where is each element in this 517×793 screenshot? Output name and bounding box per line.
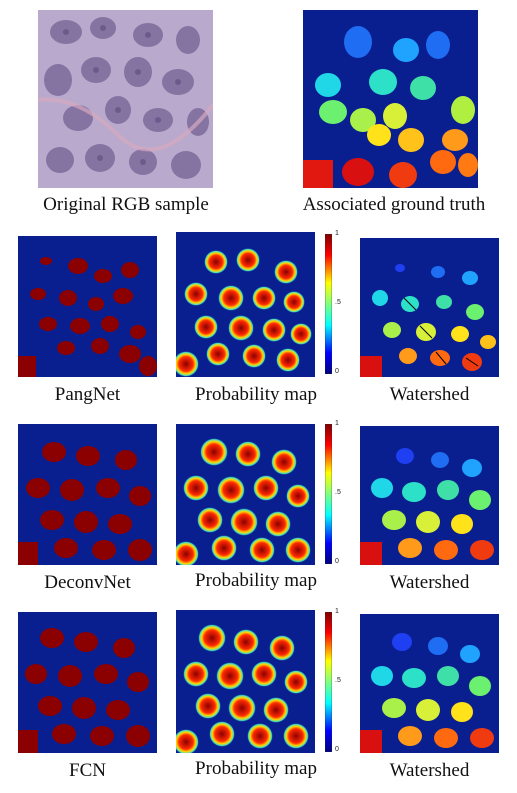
deconvnet-colorbar-max: 1 xyxy=(335,420,339,427)
pangnet-method-caption: PangNet xyxy=(54,384,121,405)
fcn-colorbar-min: 0 xyxy=(335,746,339,753)
fcn-colorbar-mid: .5 xyxy=(335,677,341,684)
ground-truth-image xyxy=(303,10,478,188)
original-rgb-caption: Original RGB sample xyxy=(43,194,209,215)
deconvnet-prob-caption: Probability map xyxy=(195,570,317,591)
fcn-colorbar xyxy=(324,611,333,753)
pangnet-prob-caption: Probability map xyxy=(195,384,317,405)
deconvnet-colorbar-mid: .5 xyxy=(335,489,341,496)
deconvnet-colorbar-min: 0 xyxy=(335,558,339,565)
pangnet-probability-map xyxy=(176,232,315,377)
original-rgb-image xyxy=(38,10,213,188)
pangnet-colorbar-max: 1 xyxy=(335,230,339,237)
pangnet-watershed-caption: Watershed xyxy=(389,384,470,405)
fcn-watershed-caption: Watershed xyxy=(389,760,470,781)
fcn-probability-map xyxy=(176,610,315,753)
fcn-colorbar-max: 1 xyxy=(335,608,339,615)
pangnet-colorbar-mid: .5 xyxy=(335,299,341,306)
fcn-prob-caption: Probability map xyxy=(195,758,317,779)
deconvnet-colorbar xyxy=(324,423,333,565)
deconvnet-watershed-caption: Watershed xyxy=(389,572,470,593)
ground-truth-caption: Associated ground truth xyxy=(302,194,486,215)
fcn-watershed-image xyxy=(360,614,499,753)
deconvnet-watershed-image xyxy=(360,426,499,565)
pangnet-colorbar xyxy=(324,233,333,375)
fcn-segmentation-image xyxy=(18,612,157,753)
pangnet-segmentation-image xyxy=(18,236,157,377)
deconvnet-segmentation-image xyxy=(18,424,157,565)
deconvnet-method-caption: DeconvNet xyxy=(44,572,131,593)
pangnet-watershed-image xyxy=(360,238,499,377)
pangnet-colorbar-min: 0 xyxy=(335,368,339,375)
fcn-method-caption: FCN xyxy=(69,760,106,781)
deconvnet-probability-map xyxy=(176,424,315,565)
